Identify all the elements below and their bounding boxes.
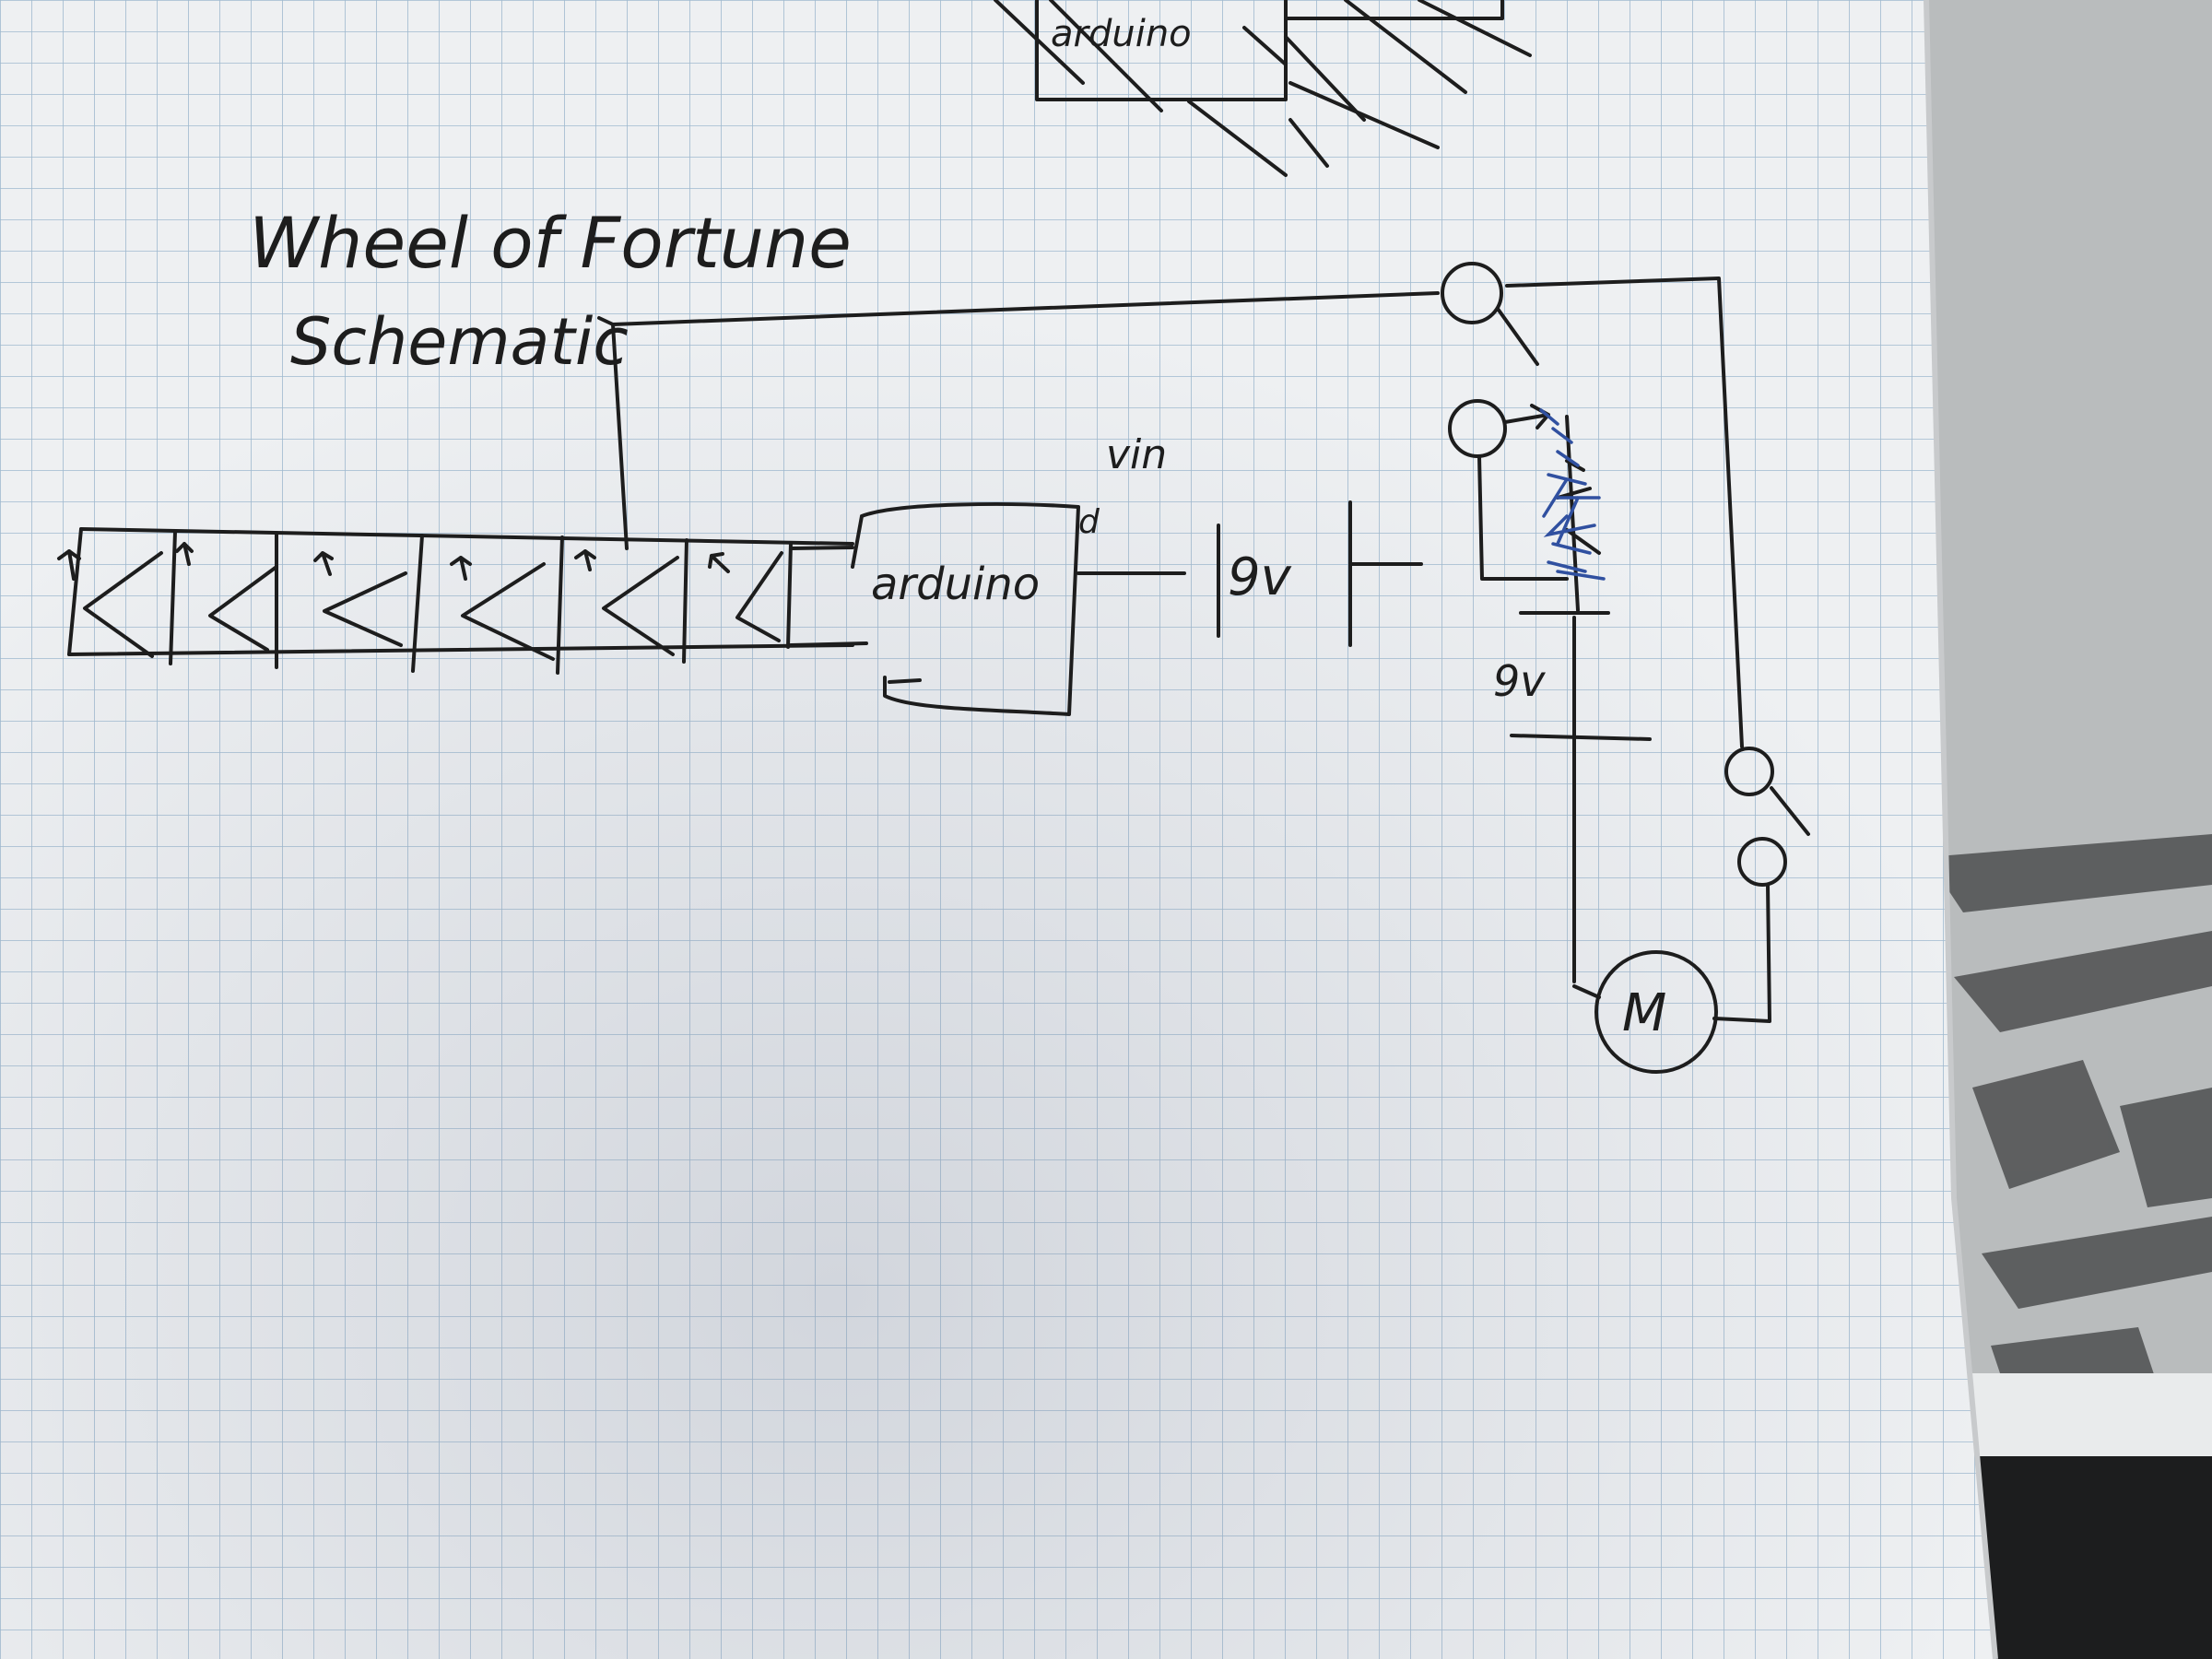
top-arduino-label: arduino xyxy=(1051,13,1192,55)
white-desk-edge xyxy=(1972,1373,2212,1456)
title-line2: Schematic xyxy=(290,304,629,380)
motor-circle xyxy=(1594,950,1718,1074)
page-shading xyxy=(0,0,1995,1659)
arduino-body xyxy=(851,502,1080,716)
switch-bottom-lower-contact xyxy=(1737,837,1787,887)
top-arduino-sketch xyxy=(994,0,1532,177)
dark-desk-strip xyxy=(1972,1456,2212,1659)
switch-bottom-upper-contact xyxy=(1724,747,1774,796)
pin-label: d xyxy=(1078,503,1100,541)
motor-label: M xyxy=(1622,983,1666,1043)
battery2-label: 9v xyxy=(1493,656,1546,706)
switch-top-upper-contact xyxy=(1441,262,1503,324)
arduino-label: arduino xyxy=(871,559,1040,610)
battery2-plate xyxy=(1510,734,1652,741)
title-line1: Wheel of Fortune xyxy=(249,202,852,284)
potentiometer-scribble xyxy=(1539,408,1606,581)
page-edge xyxy=(1924,0,1998,1659)
battery1-label: 9v xyxy=(1228,547,1292,607)
circuit-drawing xyxy=(57,0,1810,1074)
led-strip xyxy=(57,527,868,675)
vin-label: vin xyxy=(1106,431,1167,478)
